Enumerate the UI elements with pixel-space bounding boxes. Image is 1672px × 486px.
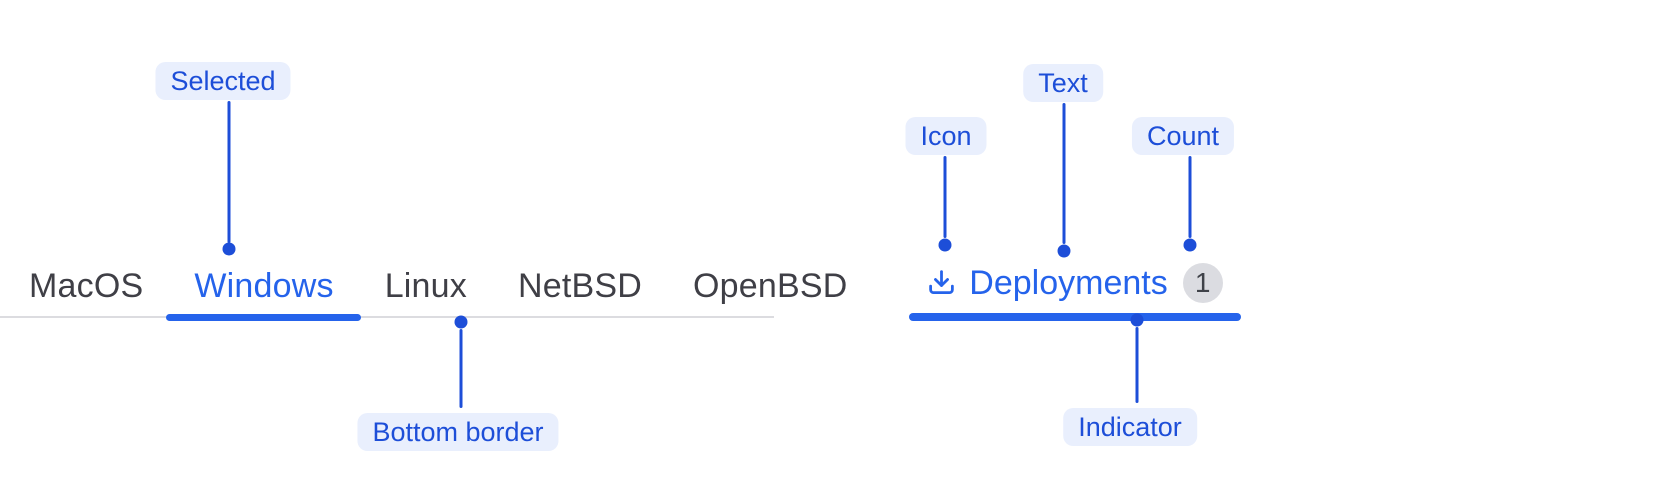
callout-text-label: Text bbox=[1023, 64, 1103, 102]
selected-tab-indicator bbox=[909, 313, 1241, 321]
tab-macos-label: MacOS bbox=[29, 267, 144, 305]
tab-count-badge: 1 bbox=[1182, 262, 1223, 303]
tab-netbsd[interactable]: NetBSD bbox=[518, 266, 642, 306]
anchor-dot-count bbox=[1183, 238, 1197, 252]
leader-line-bottom-border bbox=[459, 329, 463, 408]
anchor-dot-selected bbox=[222, 242, 236, 256]
callout-bottom-border-label: Bottom border bbox=[357, 413, 559, 451]
anchor-dot-bottom-border bbox=[454, 315, 468, 329]
callout-selected-label: Selected bbox=[155, 62, 291, 100]
leader-line-icon bbox=[943, 156, 947, 238]
tab-windows[interactable]: Windows bbox=[166, 266, 361, 321]
callout-icon-label: Icon bbox=[905, 117, 987, 155]
leader-line-selected bbox=[227, 101, 231, 243]
leader-line-text bbox=[1062, 103, 1066, 244]
anchor-dot-text bbox=[1057, 244, 1071, 258]
anchor-dot-indicator bbox=[1130, 313, 1144, 327]
callout-count-label: Count bbox=[1131, 117, 1235, 155]
tab-bar: MacOS Windows Linux NetBSD OpenBSD bbox=[0, 252, 847, 321]
callout-indicator-label: Indicator bbox=[1063, 408, 1197, 446]
tab-netbsd-label: NetBSD bbox=[517, 267, 642, 305]
leader-line-indicator bbox=[1135, 327, 1139, 403]
tab-linux[interactable]: Linux bbox=[385, 266, 467, 306]
download-icon bbox=[929, 270, 955, 295]
tab-openbsd-label: OpenBSD bbox=[693, 267, 848, 305]
leader-line-count bbox=[1188, 156, 1192, 238]
tab-linux-label: Linux bbox=[384, 267, 467, 305]
selected-tab-underline bbox=[166, 314, 361, 321]
tab-openbsd[interactable]: OpenBSD bbox=[693, 266, 847, 306]
tab-deployments[interactable]: Deployments 1 bbox=[909, 252, 1241, 313]
anchor-dot-icon bbox=[938, 238, 952, 252]
tab-macos[interactable]: MacOS bbox=[29, 266, 143, 306]
tabs-row: MacOS Windows Linux NetBSD OpenBSD bbox=[0, 252, 847, 321]
tab-deployments-label: Deployments bbox=[969, 263, 1168, 302]
tab-windows-label: Windows bbox=[194, 267, 334, 305]
